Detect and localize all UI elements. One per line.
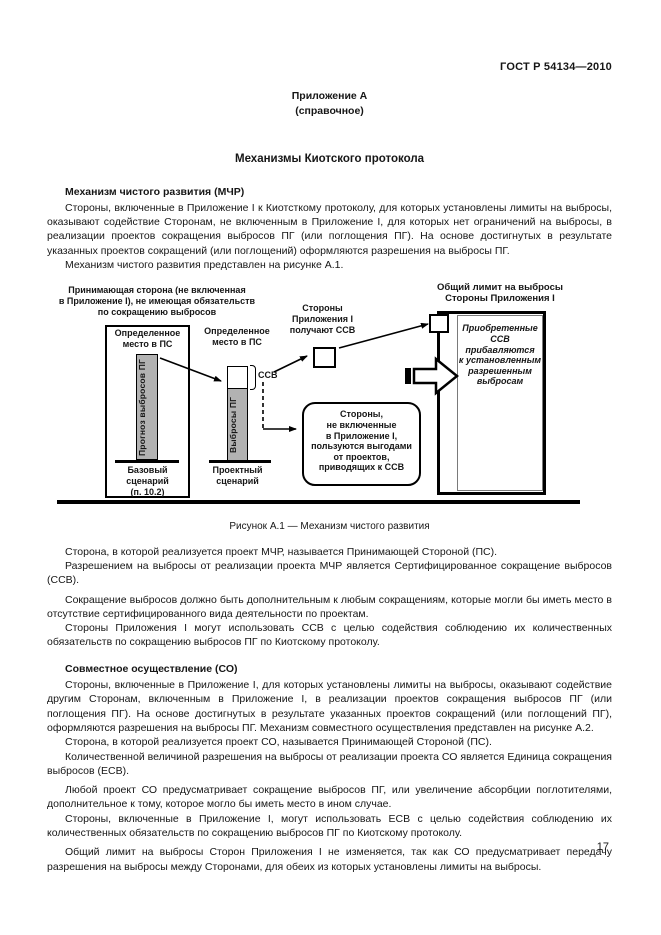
project-bar-label: Выбросы ПГ: [228, 396, 238, 453]
ji-paragraph: Общий лимит на выбросы Сторон Приложения…: [47, 846, 612, 873]
baseline-scenario-label: Базовый сценарий (п. 10.2): [126, 465, 169, 497]
main-ground-line: [57, 500, 580, 505]
baseline-emissions-bar: Прогноз выбросов ПГ: [136, 354, 158, 461]
cdm-after-paragraph: Сторона, в которой реализуется проект МЧ…: [65, 545, 498, 558]
ji-paragraph: Любой проект СО предусматривает сокращен…: [47, 784, 612, 811]
ji-paragraph: Стороны, включенные в Приложение I, для …: [47, 679, 612, 734]
limit-cer-node: [429, 314, 449, 334]
figure-caption: Рисунок А.1 — Механизм чистого развития: [229, 521, 430, 533]
project-reduction-segment: [227, 366, 248, 390]
cdm-figure-ref-paragraph: Механизм чистого развития представлен на…: [65, 259, 344, 272]
appendix-title: Механизмы Киотского протокола: [234, 153, 425, 166]
cdm-after-paragraph: Сокращение выбросов должно быть дополнит…: [47, 593, 612, 620]
project-ground-line: [209, 460, 271, 464]
project-emissions-bar: Выбросы ПГ: [227, 388, 248, 462]
project-scenario-label: Проектный сценарий: [212, 465, 263, 486]
cer-bracket: [250, 365, 256, 391]
appendix-note: (справочное): [295, 105, 364, 118]
cer-transfer-node: [313, 347, 336, 369]
cer-label: ССВ: [258, 370, 278, 381]
project-place-header: Определенное место в ПС: [204, 326, 270, 347]
standard-number-header: ГОСТ Р 54134—2010: [500, 61, 612, 73]
appendix-block: Приложение А (справочное): [47, 89, 612, 119]
ji-paragraph: Количественной величиной разрешения на в…: [47, 750, 612, 777]
ji-paragraph: Стороны, включенные в Приложение I, могу…: [47, 812, 612, 840]
ji-paragraph: Сторона, в которой реализуется проект СО…: [65, 736, 492, 749]
cdm-after-paragraph: Стороны Приложения I могут использовать …: [47, 622, 612, 649]
baseline-bar-label: Прогноз выбросов ПГ: [137, 358, 147, 456]
annex-parties-label: Стороны Приложения I получают ССВ: [289, 303, 356, 335]
benefit-box: Стороны, не включенные в Приложение I, п…: [302, 402, 421, 487]
cdm-after-paragraph: Разрешением на выбросы от реализации про…: [47, 559, 612, 587]
baseline-place-header: Определенное место в ПС: [114, 328, 181, 349]
limit-inner-box: Приобретенные ССВ прибавляются к установ…: [457, 315, 543, 492]
appendix-label: Приложение А: [291, 90, 368, 103]
block-arrow-icon: [405, 356, 459, 396]
baseline-ground-line: [115, 460, 179, 464]
cdm-intro-paragraph: Стороны, включенные в Приложение I к Кио…: [47, 201, 612, 257]
ji-section-heading: Совместное осуществление (СО): [65, 662, 238, 675]
host-party-label: Принимающая сторона (не включенная в При…: [58, 285, 256, 317]
page-content: ГОСТ Р 54134—2010 Приложение А (справочн…: [0, 61, 661, 873]
limit-title: Общий лимит на выбросы Стороны Приложени…: [437, 282, 563, 304]
page-number: 17: [596, 841, 609, 853]
cdm-section-heading: Механизм чистого развития (МЧР): [65, 185, 245, 198]
figure-cdm-diagram: Принимающая сторона (не включенная в При…: [0, 281, 661, 513]
